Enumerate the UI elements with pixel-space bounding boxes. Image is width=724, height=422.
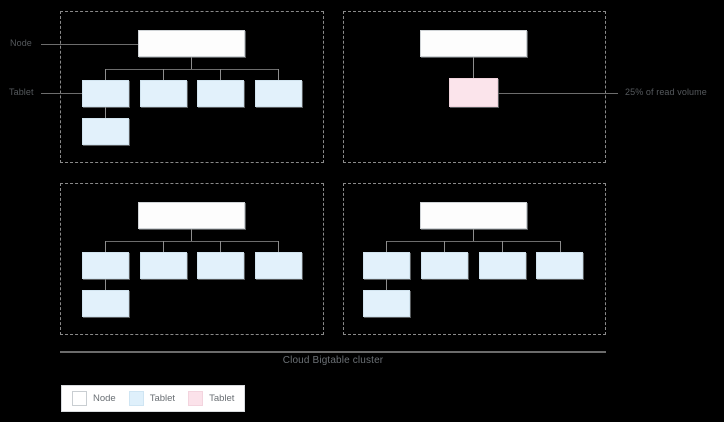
tablet-drop-3 — [502, 241, 503, 252]
tablet-drop-1 — [386, 241, 387, 252]
tablet-box — [363, 290, 410, 317]
tablet-box — [421, 252, 468, 279]
tablet-leader-line — [41, 93, 82, 94]
legend: Node Tablet Tablet — [61, 385, 246, 412]
tablet-drop-2 — [444, 241, 445, 252]
tablet-box — [536, 252, 583, 279]
tablet-leader-label: Tablet — [9, 87, 34, 97]
cluster-rule — [60, 351, 606, 353]
tablet-hot-swatch-icon — [188, 391, 204, 406]
tablet-box — [363, 252, 410, 279]
tablet-bus-connector — [105, 69, 278, 70]
legend-item-node: Node — [72, 391, 116, 406]
node-leader-label: Node — [10, 38, 32, 48]
tablet-box — [82, 80, 129, 107]
tablet-bus-connector — [386, 241, 560, 242]
tablet-drop-1 — [105, 241, 106, 252]
node-swatch-icon — [72, 391, 87, 406]
legend-label-tablet: Tablet — [149, 393, 176, 404]
zone-bottom-left — [60, 183, 324, 335]
tablet-swatch-icon — [128, 391, 144, 406]
tablet-drop-3 — [220, 241, 221, 252]
tablet-drop-4 — [278, 241, 279, 252]
node-box — [138, 202, 245, 229]
tablet-box — [140, 252, 187, 279]
node-trunk-connector — [191, 229, 192, 241]
tablet-box — [197, 252, 244, 279]
node-trunk-connector — [473, 57, 474, 78]
tablet-drop-2 — [163, 241, 164, 252]
zone-bottom-right — [343, 183, 606, 335]
legend-item-tablet: Tablet — [128, 391, 176, 406]
node-trunk-connector — [191, 57, 192, 69]
hot-tablet-box — [449, 78, 498, 107]
tablet-box — [255, 80, 302, 107]
tablet-child-connector — [386, 279, 387, 290]
tablet-child-connector — [105, 107, 106, 118]
cluster-caption: Cloud Bigtable cluster — [282, 355, 384, 366]
node-leader-line — [41, 44, 138, 45]
tablet-box — [197, 80, 244, 107]
tablet-drop-4 — [278, 69, 279, 80]
legend-label-tablet-hot: Tablet — [209, 393, 235, 404]
zone-top-right — [343, 11, 606, 163]
node-box — [420, 30, 527, 57]
tablet-box — [255, 252, 302, 279]
tablet-box — [82, 118, 129, 145]
node-box — [420, 202, 527, 229]
tablet-child-connector — [105, 279, 106, 290]
tablet-drop-4 — [560, 241, 561, 252]
tablet-drop-3 — [220, 69, 221, 80]
read-volume-callout-label: 25% of read volume — [625, 87, 707, 97]
tablet-box — [140, 80, 187, 107]
tablet-box — [82, 290, 129, 317]
tablet-bus-connector — [105, 241, 278, 242]
zone-top-left — [60, 11, 324, 163]
read-volume-leader-line — [498, 93, 618, 94]
tablet-box — [82, 252, 129, 279]
node-trunk-connector — [473, 229, 474, 241]
node-box — [138, 30, 245, 57]
legend-item-tablet-hot: Tablet — [188, 391, 234, 406]
legend-label-node: Node — [93, 393, 116, 404]
tablet-drop-2 — [163, 69, 164, 80]
tablet-box — [479, 252, 526, 279]
tablet-drop-1 — [105, 69, 106, 80]
